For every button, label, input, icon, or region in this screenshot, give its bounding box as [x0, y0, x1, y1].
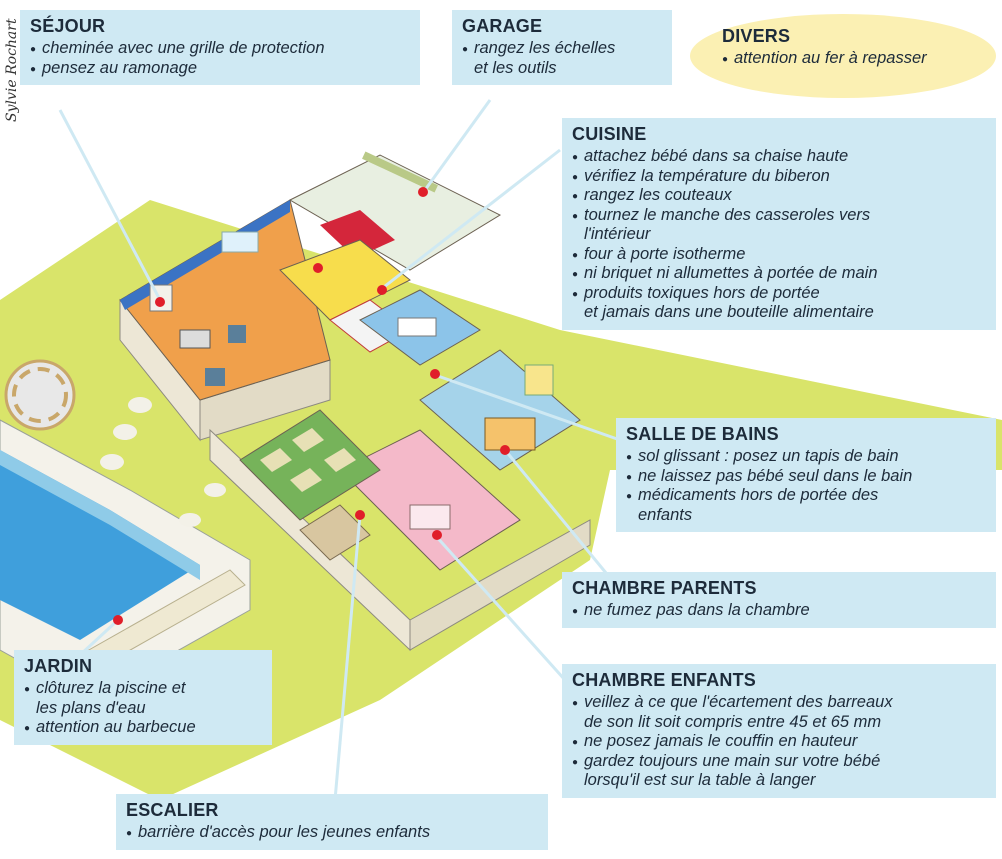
callout-title: ESCALIER — [126, 800, 219, 820]
list-item: ne fumez pas dans la chambre — [572, 601, 986, 621]
hotspot-chambre-parents — [500, 445, 510, 455]
hallway-floor-checker — [260, 428, 356, 492]
car-icon — [320, 210, 395, 258]
sofa-icon — [179, 329, 211, 349]
hotspot-escalier — [355, 510, 365, 520]
callout-list: rangez les échelles et les outils — [462, 39, 662, 78]
room-sejour-wall — [120, 200, 290, 310]
bed-icon — [484, 417, 536, 451]
callout-sejour: SÉJOUR cheminée avec une grille de prote… — [20, 10, 420, 85]
stepping-stones — [100, 397, 226, 527]
list-item: veillez à ce que l'écartement des barrea… — [572, 693, 986, 732]
callout-divers: DIVERS attention au fer à repasser — [690, 14, 996, 98]
room-cuisine — [279, 239, 411, 321]
callout-cuisine: CUISINE attachez bébé dans sa chaise hau… — [562, 118, 996, 330]
list-item: attention au fer à repasser — [722, 49, 982, 69]
hotspot-garage — [418, 187, 428, 197]
list-item: clôturez la piscine et les plans d'eau — [24, 679, 262, 718]
room-chambre-enfants — [339, 429, 521, 571]
window-icon — [524, 364, 554, 396]
callout-list: cheminée avec une grille de protection p… — [30, 39, 410, 79]
hotspot-cuisine-1 — [313, 263, 323, 273]
list-item: cheminée avec une grille de protection — [30, 39, 410, 59]
callout-salle-de-bains: SALLE DE BAINS sol glissant : posez un t… — [616, 418, 996, 532]
hotspot-cuisine-2 — [377, 285, 387, 295]
umbrella-icon — [4, 359, 76, 431]
list-item: gardez toujours une main sur votre bébé … — [572, 752, 986, 791]
hotspot-salle-de-bains — [430, 369, 440, 379]
callout-garage: GARAGE rangez les échelles et les outils — [452, 10, 672, 85]
shelf-icon — [362, 151, 438, 193]
callout-list: sol glissant : posez un tapis de bain ne… — [626, 447, 986, 525]
list-item: four à porte isotherme — [572, 245, 986, 265]
armchair-icon — [228, 325, 246, 343]
callout-title: JARDIN — [24, 656, 93, 676]
staircase-icon — [299, 504, 371, 561]
callout-jardin: JARDIN clôturez la piscine et les plans … — [14, 650, 272, 745]
list-item: vérifiez la température du biberon — [572, 167, 986, 187]
bathtub-icon — [397, 317, 437, 337]
hotspot-markers — [113, 187, 510, 625]
list-item: attention au barbecue — [24, 718, 262, 738]
list-item: produits toxiques hors de portée et jama… — [572, 284, 986, 323]
leader-lines — [58, 99, 622, 801]
callout-title: DIVERS — [722, 26, 791, 46]
callout-title: CHAMBRE ENFANTS — [572, 670, 757, 690]
callout-list: clôturez la piscine et les plans d'eau a… — [24, 679, 262, 738]
hallway-floor — [239, 409, 381, 521]
artist-signature: Sylvie Rochart — [4, 18, 20, 122]
list-item: pensez au ramonage — [30, 59, 410, 79]
room-chambre-parents — [419, 349, 581, 471]
callout-title: SALLE DE BAINS — [626, 424, 779, 444]
callout-title: CHAMBRE PARENTS — [572, 578, 757, 598]
hotspot-chambre-enfants — [432, 530, 442, 540]
list-item: rangez les échelles et les outils — [462, 39, 662, 78]
list-item: rangez les couteaux — [572, 186, 986, 206]
list-item: ni briquet ni allumettes à portée de mai… — [572, 264, 986, 284]
hotspot-sejour — [155, 297, 165, 307]
callout-chambre-enfants: CHAMBRE ENFANTS veillez à ce que l'écart… — [562, 664, 996, 798]
callout-chambre-parents: CHAMBRE PARENTS ne fumez pas dans la cha… — [562, 572, 996, 628]
callout-list: ne fumez pas dans la chambre — [572, 601, 986, 621]
callout-title: SÉJOUR — [30, 16, 106, 36]
callout-list: barrière d'accès pour les jeunes enfants — [126, 823, 538, 843]
list-item: attachez bébé dans sa chaise haute — [572, 147, 986, 167]
window-icon — [221, 231, 259, 253]
house-wall-front — [409, 519, 591, 651]
swimming-pool — [0, 419, 251, 701]
callout-list: attachez bébé dans sa chaise haute vérif… — [572, 147, 986, 323]
list-item: médicaments hors de portée des enfants — [626, 486, 986, 525]
callout-title: CUISINE — [572, 124, 647, 144]
callout-list: attention au fer à repasser — [722, 49, 982, 69]
hotspot-jardin — [113, 615, 123, 625]
armchair-icon — [205, 368, 225, 386]
list-item: ne laissez pas bébé seul dans le bain — [626, 467, 986, 487]
callout-list: veillez à ce que l'écartement des barrea… — [572, 693, 986, 791]
callout-escalier: ESCALIER barrière d'accès pour les jeune… — [116, 794, 548, 850]
list-item: tournez le manche des casseroles vers l'… — [572, 206, 986, 245]
list-item: ne posez jamais le couffin en hauteur — [572, 732, 986, 752]
list-item: barrière d'accès pour les jeunes enfants — [126, 823, 538, 843]
callout-title: GARAGE — [462, 16, 543, 36]
crib-icon — [409, 504, 451, 530]
list-item: sol glissant : posez un tapis de bain — [626, 447, 986, 467]
